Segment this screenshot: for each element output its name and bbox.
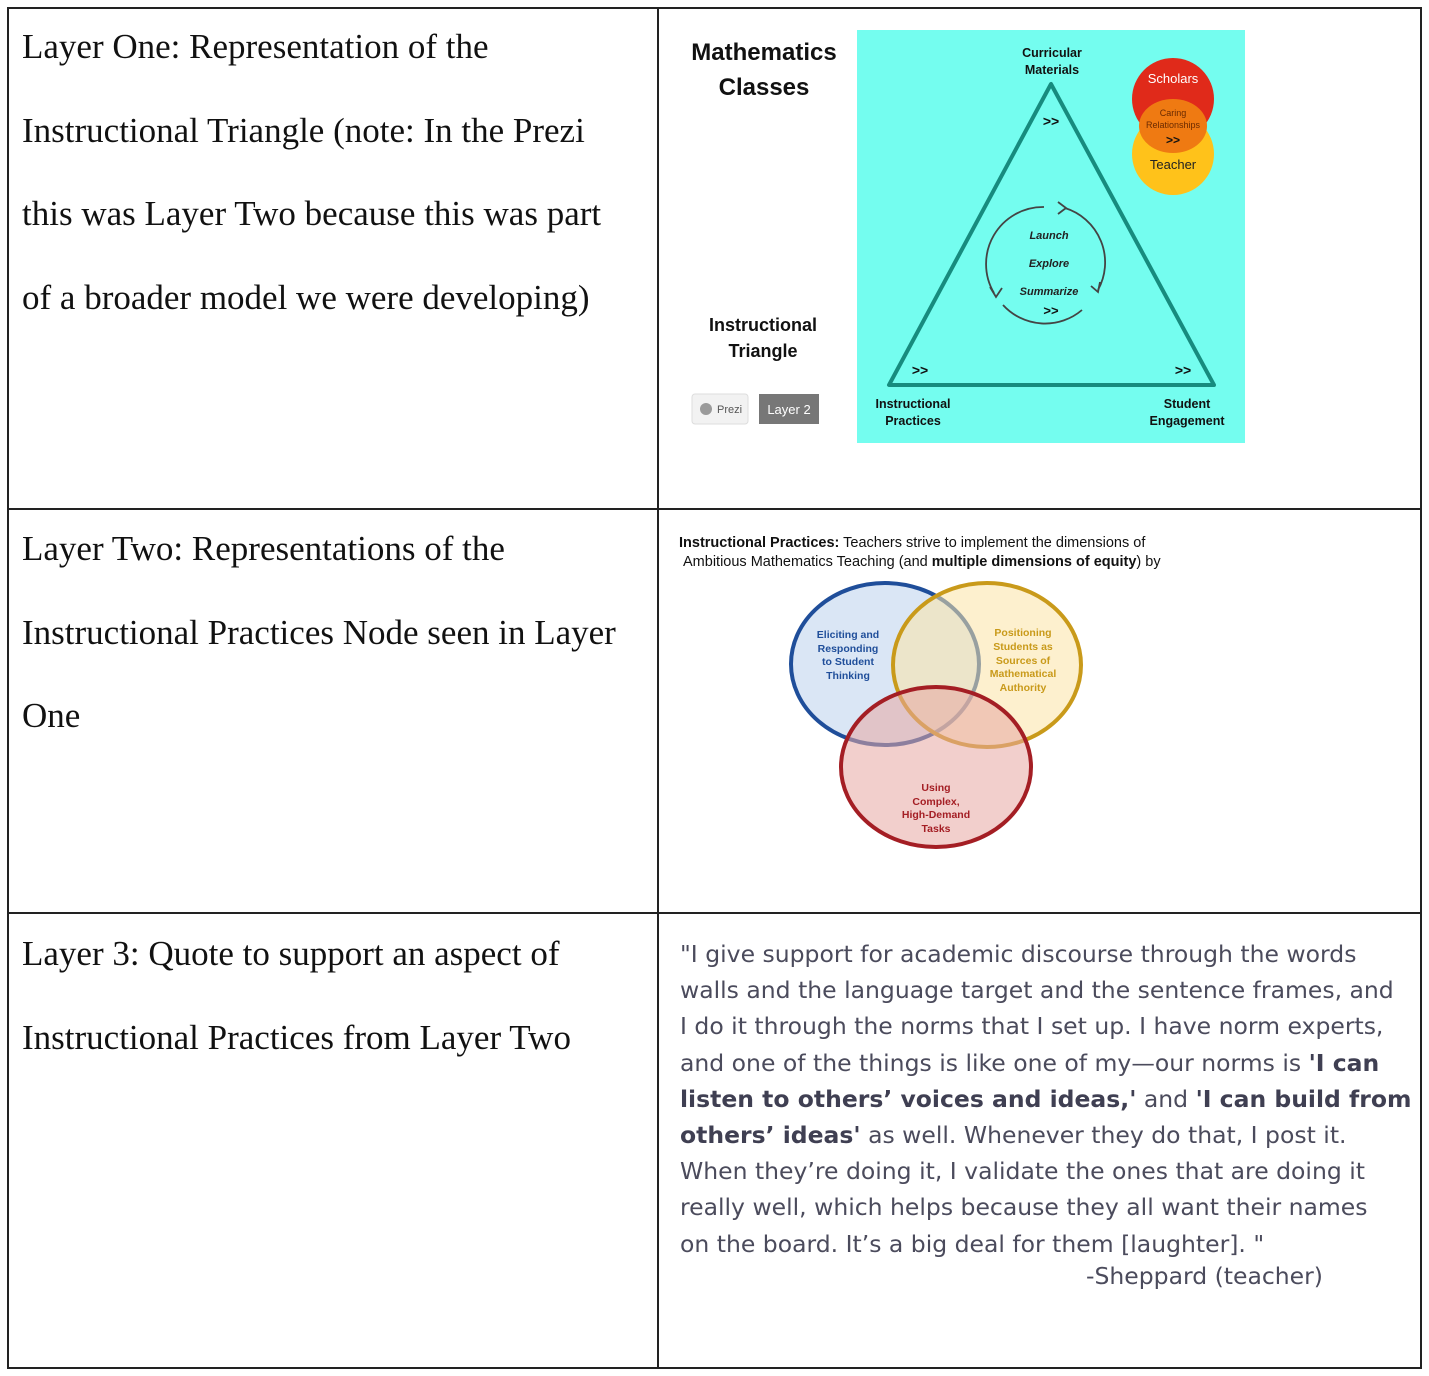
venn-label-positioning: Positioning Students as Sources of Mathe… [990,627,1057,694]
left-vertex-label: Practices [885,414,941,428]
row-divider-1 [7,508,1422,510]
scholars-label: Scholars [1148,71,1199,86]
layer-badge: Layer 2 [759,394,819,424]
caring-relationships-overlap [1139,99,1207,153]
venn-label-line: Tasks [922,823,951,835]
chevron-icon: >> [1043,303,1059,318]
prezi-label: Prezi [717,404,742,416]
venn-label-line: to Student [822,656,874,668]
venn-label-eliciting: Eliciting and Responding to Student Thin… [817,629,879,682]
cycle-launch: Launch [1029,230,1068,242]
venn-label-line: Positioning [994,627,1051,639]
venn-caption-line-2: Ambitious Mathematics Teaching (and mult… [683,554,1161,570]
layer-badge-label: Layer 2 [767,402,810,417]
row-3-label-line: Layer 3: Quote to support an aspect of [22,934,560,973]
cycle-arrow-icon [1002,304,1083,325]
quote-line: and one of the things is like one of my—… [680,1045,1420,1081]
quote-emphasis: 'I can build from [1195,1084,1412,1113]
venn-caption-line-1: Instructional Practices: Teachers strive… [679,535,1146,551]
left-vertex-label: Instructional [875,397,950,411]
row-1-label-line: this was Layer Two because this was part [22,194,602,233]
row-2-label-line: Instructional Practices Node seen in Lay… [22,612,616,652]
prezi-badge: Prezi [691,393,749,425]
teacher-quote: "I give support for academic discourse t… [680,936,1420,1262]
right-vertex-label: Student [1164,397,1211,411]
venn-label-line: Using [921,782,950,794]
chevron-icon: >> [912,362,928,378]
venn-label-line: High-Demand [902,809,970,821]
row-1-label: Layer One: Representation of the Instruc… [22,5,647,339]
venn-label-line: Sources of [996,655,1051,667]
quote-line: really well, which helps because they al… [680,1193,1368,1222]
venn-label-line: Eliciting and [817,629,879,641]
quote-line: others’ ideas' as well. Whenever they do… [680,1117,1420,1153]
quote-text: and one of the things is like one of my—… [680,1048,1309,1077]
cycle-arrow-icon [1064,207,1106,291]
quote-text: as well. Whenever they do that, I post i… [860,1121,1347,1150]
row-2-label: Layer Two: Representations of the Instru… [22,507,647,758]
prezi-logo-icon [700,403,712,415]
top-vertex-label: Materials [1025,63,1079,77]
chevron-icon: >> [1175,362,1191,378]
row-divider-2 [7,912,1422,914]
row-3-label: Layer 3: Quote to support an aspect of I… [22,912,647,1079]
caring-label: Caring [1160,108,1187,118]
quote-line: "I give support for academic discourse t… [680,940,1357,968]
venn-label-line: Complex, [912,796,959,808]
figure-subheading: Triangle [728,341,797,361]
table-border [7,7,1422,1369]
top-vertex-label: Curricular [1022,46,1082,60]
row-3-label-line: Instructional Practices from Layer Two [22,1017,571,1057]
quote-line: on the board. It’s a big deal for them [… [680,1229,1265,1258]
teacher-label: Teacher [1150,157,1197,172]
instructional-practices-venn: Instructional Practices: Teachers strive… [679,535,1161,849]
quote-attribution: -Sheppard (teacher) [1086,1262,1323,1290]
venn-label-tasks: Using Complex, High-Demand Tasks [902,782,970,835]
quote-line: listen to others’ voices and ideas,' and… [680,1081,1420,1117]
quote-line: When they’re doing it, I validate the on… [680,1157,1365,1186]
venn-circle-tasks [839,685,1033,849]
venn-label-line: Responding [818,643,879,655]
cycle-explore: Explore [1029,258,1069,270]
chevron-icon: >> [1043,113,1059,129]
venn-label-line: Authority [1000,682,1047,694]
quote-text: and [1136,1084,1196,1113]
row-2-label-line: Layer Two: Representations of the [22,529,505,568]
row-2-label-line: One [22,696,81,735]
figure-subheading: Instructional [709,315,817,335]
column-divider [657,7,659,1369]
quote-emphasis: listen to others’ voices and ideas,' [680,1084,1137,1113]
cycle-arrow-icon [985,206,1045,294]
figure-heading: Classes [719,74,810,101]
lesson-cycle [985,201,1106,325]
quote-emphasis: others’ ideas' [680,1121,861,1150]
row-1-label-line: Instructional Triangle (note: In the Pre… [22,110,585,150]
quote-emphasis: 'I can [1308,1048,1380,1077]
venn-label-line: Students as [993,641,1053,653]
row-1-label-line: of a broader model we were developing) [22,277,590,317]
instructional-triangle-figure: Mathematics Classes Instructional Triang… [691,30,1245,443]
figure-heading: Mathematics [691,39,836,66]
caring-label: Relationships [1146,120,1201,130]
quote-line: walls and the language target and the se… [680,976,1394,1005]
quote-line: I do it through the norms that I set up.… [680,1012,1384,1041]
venn-label-line: Mathematical [990,668,1057,680]
row-1-label-line: Layer One: Representation of the [22,27,489,66]
instructional-triangle [887,82,1216,387]
cycle-summarize: Summarize [1020,286,1079,298]
chevron-icon: >> [1166,133,1180,147]
right-vertex-label: Engagement [1149,414,1225,428]
venn-label-line: Thinking [826,670,870,682]
